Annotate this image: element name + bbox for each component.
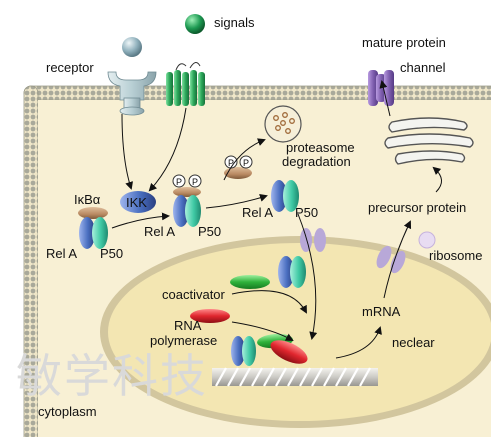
signal-molecule — [185, 14, 205, 34]
coactivator — [230, 275, 270, 289]
label-rel-a-left: Rel A — [46, 246, 77, 261]
arrow-mrna — [335, 326, 382, 359]
ribosome — [418, 231, 436, 249]
label-proteasome: proteasome — [286, 140, 355, 155]
label-mature-protein: mature protein — [362, 35, 446, 50]
label-p50-right: P50 — [295, 205, 318, 220]
rel-a-left — [79, 217, 95, 249]
arrow-nuclear-import — [297, 213, 318, 340]
membrane-channel — [368, 70, 394, 106]
nucleus — [108, 243, 491, 421]
phospho-label-d: P — [192, 177, 198, 187]
label-precursor-protein: precursor protein — [368, 200, 466, 215]
arrow-channel-ikk — [148, 107, 187, 192]
rel-a-nucleus — [278, 256, 294, 288]
nuclear-pore-right — [376, 245, 406, 274]
label-rel-a-right: Rel A — [242, 205, 273, 220]
arrow-translation — [383, 220, 412, 299]
arrow-complex-phospho — [111, 212, 170, 229]
phospho-ikba-mid — [172, 174, 202, 197]
label-rna: RNA — [174, 318, 202, 333]
golgi-apparatus — [384, 117, 474, 165]
p50-left — [92, 217, 108, 249]
arrow-coactivator — [231, 290, 307, 314]
arrow-release — [205, 194, 268, 209]
label-ikba: IκBα — [74, 192, 101, 207]
proteasome — [264, 105, 302, 143]
label-coactivator: coactivator — [162, 287, 226, 302]
arrow-to-proteasome — [223, 138, 266, 181]
rna-polymerase — [190, 309, 230, 323]
p50-nucleus — [290, 256, 306, 288]
watermark: 敏学科技 — [16, 349, 208, 403]
rel-a-right — [271, 180, 287, 212]
ikk-complex — [120, 191, 156, 213]
phospho-label-c: P — [176, 177, 182, 187]
p50-mid — [185, 195, 201, 227]
arrow-polymerase — [231, 321, 294, 341]
arrow-to-golgi — [432, 166, 442, 193]
label-polymerase: polymerase — [150, 333, 217, 348]
label-p50-left: P50 — [100, 246, 123, 261]
label-cytoplasm: cytoplasm — [38, 404, 97, 419]
label-receptor: receptor — [46, 60, 94, 75]
transcription-complex — [231, 333, 308, 366]
ikba-protein — [78, 207, 108, 219]
receptor — [107, 71, 157, 116]
p50-right — [283, 180, 299, 212]
label-p50-mid: P50 — [198, 224, 221, 239]
pathway-arrows — [111, 80, 442, 359]
cell-membrane-top — [23, 85, 491, 101]
phospho-label-a: P — [228, 158, 234, 168]
channel-receptor — [166, 62, 205, 106]
phospho-ikba-degraded — [224, 155, 253, 179]
label-ribosome: ribosome — [429, 248, 482, 263]
phospho-label-b: P — [243, 158, 249, 168]
arrow-receptor-ikk — [121, 113, 133, 190]
receptor-ligand — [122, 37, 142, 57]
label-signals: signals — [214, 15, 255, 30]
label-mrna: mRNA — [362, 304, 401, 319]
label-channel: channel — [400, 60, 446, 75]
label-degradation: degradation — [282, 154, 351, 169]
rel-a-mid — [173, 195, 189, 227]
dna-helix — [212, 367, 378, 387]
label-rel-a-mid: Rel A — [144, 224, 175, 239]
label-nuclear: neclear — [392, 335, 435, 350]
label-ikk: IKK — [126, 195, 147, 210]
arrow-to-membrane — [379, 80, 391, 117]
